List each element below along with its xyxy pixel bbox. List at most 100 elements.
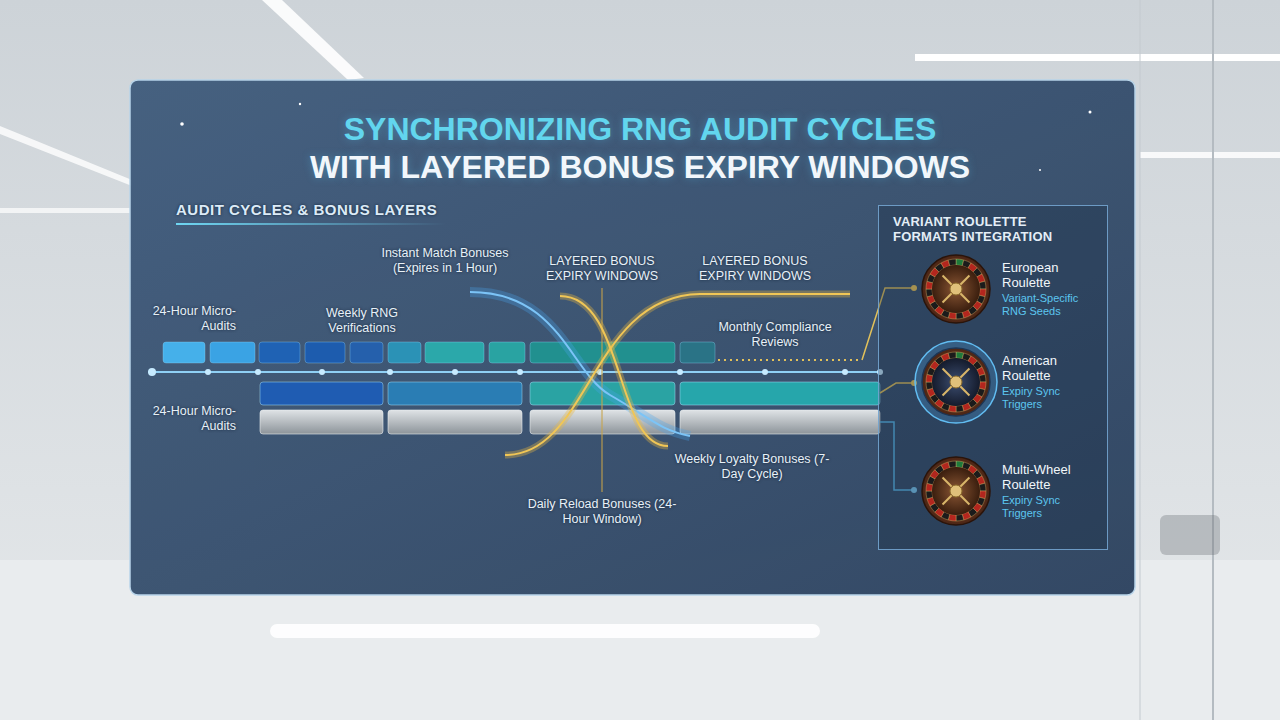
- floor-light: [270, 624, 820, 638]
- panel-heading: VARIANT ROULETTE FORMATS INTEGRATION: [893, 214, 1083, 244]
- label-box: Daily Reload Bonuses (24-Hour Window): [522, 497, 682, 527]
- roulette-wheel-part: [950, 485, 962, 497]
- glass-wall-frame: [1212, 0, 1214, 720]
- label-box: LAYERED BONUS EXPIRY WINDOWS: [540, 254, 665, 284]
- audit-block: [260, 410, 383, 434]
- roulette-wheel-part: [960, 293, 969, 302]
- roulette-wheel: [914, 340, 998, 424]
- office-chair: [1160, 515, 1220, 555]
- timeline-label: Monthly Compliance Reviews: [709, 320, 841, 350]
- timeline-label: 24-Hour Micro-Audits: [144, 304, 236, 334]
- roulette-wheel-part: [943, 293, 952, 302]
- roulette-format: American RouletteExpiry Sync Triggers: [914, 340, 1104, 424]
- roulette-wheel-part: [960, 369, 969, 378]
- roulette-wheel-part: [948, 259, 956, 266]
- audit-block: [210, 342, 255, 363]
- audit-block: [259, 342, 300, 363]
- label-box: Weekly Loyalty Bonuses (7-Day Cycle): [670, 452, 835, 482]
- bonus-block: [260, 382, 383, 405]
- timeline-dot: [148, 368, 156, 376]
- label-box: AUDIT CYCLES & BONUS LAYERS: [176, 201, 496, 219]
- timeline-dot: [762, 369, 768, 375]
- roulette-wheel-part: [948, 352, 956, 359]
- timeline-dot: [387, 369, 393, 375]
- timeline-label: LAYERED BONUS EXPIRY WINDOWS: [540, 254, 665, 284]
- roulette-wheel-part: [922, 457, 990, 525]
- bonus-block: [680, 382, 880, 405]
- diagram-title: SYNCHRONIZING RNG AUDIT CYCLES WITH LAYE…: [302, 110, 978, 186]
- timeline-dot: [842, 369, 848, 375]
- bonus-curve: [470, 292, 690, 436]
- label-box: 24-Hour Micro-Audits: [144, 304, 236, 334]
- timeline-label: Instant Match Bonuses (Expires in 1 Hour…: [370, 246, 520, 276]
- roulette-wheel: [914, 449, 998, 533]
- roulette-format: European RouletteVariant-Specific RNG Se…: [914, 247, 1104, 331]
- roulette-wheel-part: [950, 283, 962, 295]
- heading-underline: [176, 223, 446, 225]
- timeline-dot: [319, 369, 325, 375]
- roulette-format: Multi-Wheel RouletteExpiry Sync Triggers: [914, 449, 1104, 533]
- ceiling-light: [915, 54, 1280, 61]
- audit-block: [680, 410, 880, 434]
- bonus-block: [388, 382, 522, 405]
- audit-block: [425, 342, 484, 363]
- ceiling-light: [1140, 152, 1280, 158]
- roulette-wheel-part: [956, 312, 964, 319]
- format-text: Multi-Wheel RouletteExpiry Sync Triggers: [1002, 462, 1100, 520]
- roulette-wheel-part: [943, 386, 952, 395]
- roulette-wheel-part: [922, 255, 990, 323]
- timeline-dot: [255, 369, 261, 375]
- timeline-label: LAYERED BONUS EXPIRY WINDOWS: [693, 254, 818, 284]
- format-panel: European RouletteVariant-Specific RNG Se…: [878, 205, 1108, 550]
- format-feature: Variant-Specific RNG Seeds: [1002, 292, 1100, 318]
- audit-block: [163, 342, 205, 363]
- roulette-wheel-part: [950, 376, 962, 388]
- audit-block: [680, 342, 715, 363]
- format-text: American RouletteExpiry Sync Triggers: [1002, 353, 1100, 411]
- format-text: European RouletteVariant-Specific RNG Se…: [1002, 260, 1100, 318]
- format-feature: Expiry Sync Triggers: [1002, 385, 1100, 411]
- sparkle: [1089, 111, 1092, 114]
- bonus-curve-glow: [505, 294, 850, 455]
- bonus-curve: [560, 296, 668, 446]
- format-name: American Roulette: [1002, 353, 1100, 383]
- roulette-wheel-part: [943, 495, 952, 504]
- roulette-wheel-part: [960, 495, 969, 504]
- sparkle: [180, 122, 184, 126]
- ceiling-light: [0, 208, 130, 213]
- label-box: LAYERED BONUS EXPIRY WINDOWS: [693, 254, 818, 284]
- roulette-wheel-part: [915, 341, 997, 423]
- timeline-label: Daily Reload Bonuses (24-Hour Window): [522, 497, 682, 527]
- roulette-wheel-part: [926, 289, 933, 297]
- leader-line: [718, 359, 862, 361]
- format-name: Multi-Wheel Roulette: [1002, 462, 1100, 492]
- bonus-curve-glow: [470, 292, 690, 436]
- ceiling-light: [0, 126, 132, 186]
- ceiling-light: [262, 0, 364, 80]
- timeline-dot: [517, 369, 523, 375]
- timeline-label: Weekly RNG Verifications: [306, 306, 418, 336]
- roulette-wheel-part: [960, 276, 969, 285]
- section-heading: AUDIT CYCLES & BONUS LAYERS: [176, 201, 496, 219]
- format-name: European Roulette: [1002, 260, 1100, 290]
- roulette-wheel-part: [943, 276, 952, 285]
- roulette-wheel-part: [943, 478, 952, 487]
- timeline-dot: [205, 369, 211, 375]
- label-box: 24-Hour Micro-Audits: [144, 404, 236, 434]
- timeline-label: Weekly Loyalty Bonuses (7-Day Cycle): [670, 452, 835, 482]
- glass-panel: [130, 80, 1135, 595]
- audit-block: [388, 342, 421, 363]
- timeline-dot: [677, 369, 683, 375]
- roulette-wheel-part: [943, 369, 952, 378]
- roulette-wheel-part: [956, 514, 964, 521]
- audit-block: [350, 342, 383, 363]
- title-box: SYNCHRONIZING RNG AUDIT CYCLES WITH LAYE…: [302, 110, 978, 186]
- roulette-wheel-part: [932, 265, 980, 313]
- label-box: Weekly RNG Verifications: [306, 306, 418, 336]
- roulette-wheel-part: [960, 386, 969, 395]
- roulette-wheel-part: [979, 483, 986, 491]
- sparkle: [299, 103, 301, 105]
- format-feature: Expiry Sync Triggers: [1002, 494, 1100, 520]
